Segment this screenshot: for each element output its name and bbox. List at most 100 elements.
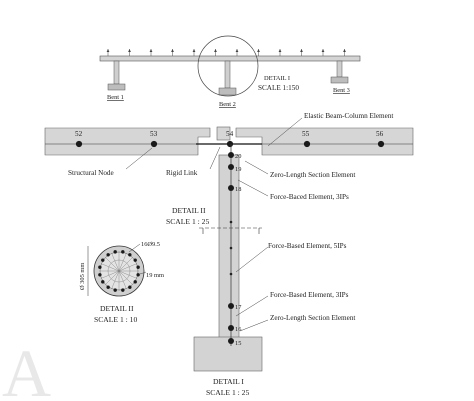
detail-2-column-title: DETAIL II [172, 206, 206, 215]
rebar [113, 288, 117, 292]
rebar [101, 280, 105, 284]
callout-zero-length-top: Zero-Length Section Element [270, 171, 355, 179]
fiber-ray [118, 263, 137, 272]
bent-2-footing [218, 87, 237, 96]
cover-leader [139, 271, 147, 275]
column-node [228, 325, 234, 331]
deck-node [226, 140, 234, 148]
fiber-ray [118, 257, 133, 272]
overview-load-ticks [106, 49, 346, 56]
rebar [128, 253, 132, 257]
rebar [113, 250, 117, 254]
column-node-label: 15 [235, 340, 241, 347]
rebar [136, 265, 140, 269]
watermark: A [2, 335, 51, 401]
column-node [228, 164, 234, 170]
overview-elevation: Bent 1 Bent 2 Bent 3 DETAIL I SCALE 1:15… [99, 35, 361, 108]
fiber-ray [118, 270, 133, 285]
column-cross-section: Ø 305 mm 16Ø9.5 19 mm DETAIL II SCALE 1 … [79, 241, 164, 324]
fiber-ray [101, 263, 120, 272]
column-node [228, 303, 234, 309]
fiber-ray [118, 270, 137, 279]
rebar [98, 265, 102, 269]
load-tick [278, 49, 282, 56]
deck-node-label: 55 [302, 130, 310, 138]
overview-detail-label: DETAIL I [264, 75, 290, 82]
column-shaft [218, 154, 240, 344]
rebar [106, 253, 110, 257]
rebar [128, 285, 132, 289]
deck-node [150, 140, 158, 148]
bent-3-footing [330, 76, 349, 84]
column-node [228, 152, 234, 158]
rebar [136, 273, 140, 277]
deck-detail: 52 53 54 55 56 [44, 126, 414, 156]
load-tick [300, 49, 303, 56]
deck-node-label: 53 [150, 130, 158, 138]
bent-2-label: Bent 2 [219, 101, 236, 108]
fiber-ray [118, 253, 127, 272]
callout-zero-length-bottom: Zero-Length Section Element [270, 314, 355, 322]
column-node [228, 338, 234, 344]
load-tick [106, 49, 110, 56]
bent-2-column [224, 60, 231, 89]
callout-structural-node: Structural Node [68, 169, 114, 177]
deck-node [75, 140, 83, 148]
integration-point [229, 246, 233, 250]
section-rebars [98, 250, 140, 292]
detail-1-title: DETAIL I [213, 377, 244, 386]
rebar [106, 285, 110, 289]
detail-1-marker-circle [197, 35, 259, 97]
bent-3-column [336, 60, 343, 78]
deck-node-label: 54 [226, 130, 234, 138]
section-diameter-label: Ø 305 mm [79, 263, 86, 290]
callout-force-based-3ips: Force-Based Element, 3IPs [270, 291, 349, 299]
load-tick [257, 49, 260, 56]
overview-deck [99, 55, 361, 62]
rebar [133, 258, 137, 262]
load-tick [235, 49, 239, 56]
column-node-label: 20 [235, 153, 241, 160]
load-tick [171, 49, 174, 56]
column-node-label: 17 [235, 304, 242, 311]
detail-1-scale: SCALE 1 : 25 [206, 388, 249, 397]
deck-node [377, 140, 385, 148]
load-tick [128, 49, 131, 56]
column-detail: 20 19 18 17 16 15 [193, 144, 263, 372]
detail-2-column-scale: SCALE 1 : 25 [166, 217, 209, 226]
fiber-ray [105, 270, 120, 285]
overview-scale-label: SCALE 1:150 [258, 84, 299, 92]
callout-force-based-5ips: Force-Based Element, 5IPs [268, 242, 347, 250]
load-tick [149, 49, 153, 56]
bent-1-column [113, 60, 120, 85]
section-scale: SCALE 1 : 10 [94, 315, 137, 324]
fiber-ray [111, 270, 120, 289]
column-node-label: 18 [235, 186, 241, 193]
bent-3-label: Bent 3 [333, 87, 350, 94]
section-cover-label: 19 mm [146, 272, 164, 279]
deck-node-label: 56 [376, 130, 384, 138]
rebar [98, 273, 102, 277]
rebar [133, 280, 137, 284]
column-node-label: 19 [235, 166, 241, 173]
fiber-ray [111, 253, 120, 272]
callout-force-baced-3ips: Force-Baced Element, 3IPs [270, 193, 349, 201]
column-node-label: 16 [235, 326, 241, 333]
fiber-ray [101, 270, 120, 279]
callout-rigid-link: Rigid Link [166, 169, 198, 177]
callouts: Elastic Beam-Column Element Structural N… [68, 112, 393, 332]
bars-leader [128, 243, 141, 253]
section-fibers [100, 252, 138, 290]
deck-slab-left [44, 127, 211, 156]
load-tick [214, 49, 217, 56]
integration-point [229, 220, 233, 224]
load-tick [192, 49, 196, 56]
deck-node [303, 140, 311, 148]
deck-slab-right [235, 127, 414, 156]
column-footing [193, 336, 263, 372]
bent-1-footing [107, 83, 126, 91]
section-title: DETAIL II [100, 304, 134, 313]
load-tick [343, 49, 346, 56]
rebar [121, 288, 125, 292]
